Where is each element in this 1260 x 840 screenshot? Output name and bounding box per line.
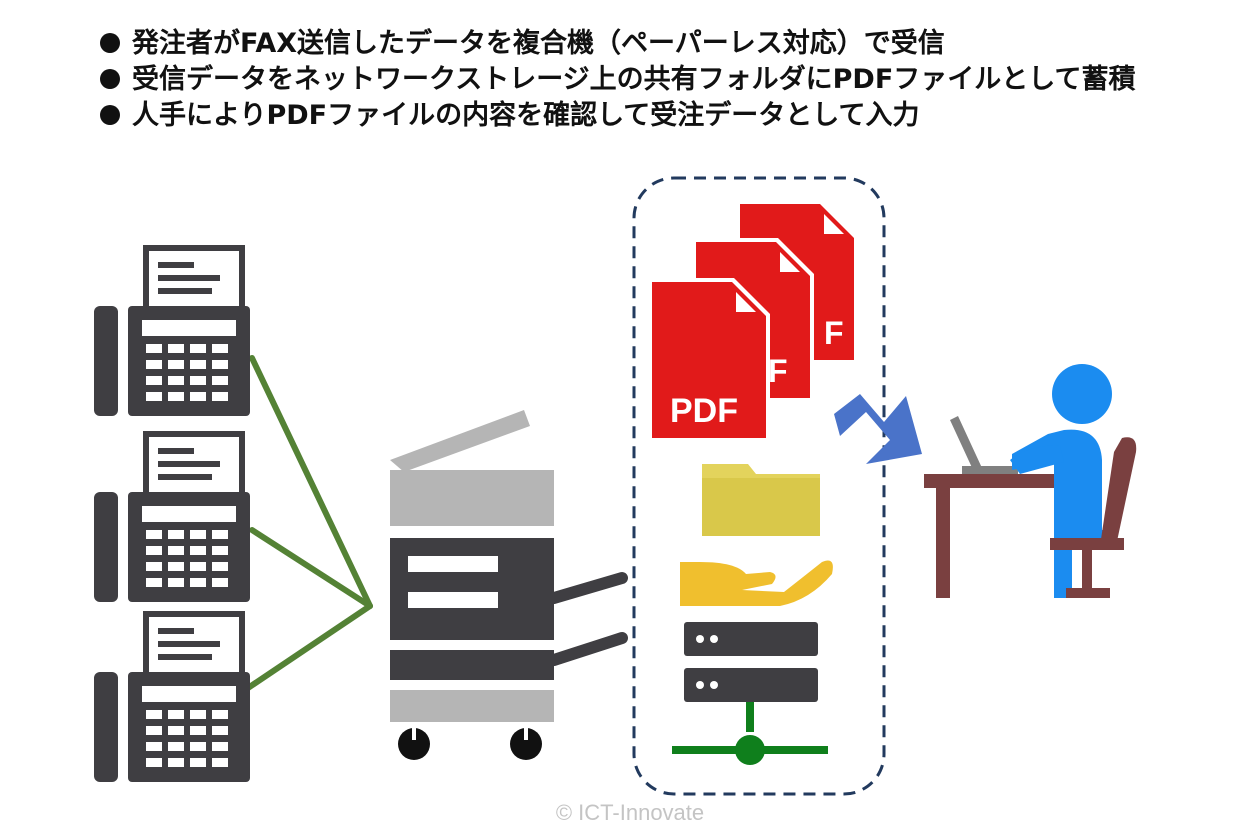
operator-at-desk-icon — [924, 364, 1137, 598]
bullet-text: 発注者がFAX送信したデータを複合機（ペーパーレス対応）で受信 — [132, 28, 945, 59]
bullet-dot-icon — [100, 33, 120, 53]
bullet-item: 人手によりPDFファイルの内容を確認して受注データとして入力 — [100, 98, 1135, 134]
shared-folder-hand-icon — [680, 464, 833, 606]
bullet-text: 受信データをネットワークストレージ上の共有フォルダにPDFファイルとして蓄積 — [132, 64, 1136, 95]
shared-storage-boundary — [632, 176, 886, 796]
fax-machine-icon — [94, 248, 250, 416]
multifunction-printer-icon — [390, 410, 628, 760]
bullet-dot-icon — [100, 69, 120, 89]
bullet-item: 受信データをネットワークストレージ上の共有フォルダにPDFファイルとして蓄積 — [100, 62, 1135, 98]
bullet-dot-icon — [100, 105, 120, 125]
bullet-item: 発注者がFAX送信したデータを複合機（ペーパーレス対応）で受信 — [100, 26, 1135, 62]
fax-machine-icon — [94, 434, 250, 602]
pdf-files-icon: F F PDF — [648, 204, 854, 442]
fax-connection-lines — [245, 355, 373, 691]
pdf-front-label: PDF — [670, 392, 738, 430]
network-server-icon — [672, 622, 828, 765]
bullet-text: 人手によりPDFファイルの内容を確認して受注データとして入力 — [132, 100, 920, 131]
pdf-back-label: F — [768, 353, 788, 389]
description-list: 発注者がFAX送信したデータを複合機（ペーパーレス対応）で受信 受信データをネッ… — [100, 26, 1135, 134]
fax-machine-icon — [94, 614, 250, 782]
pdf-back-label: F — [824, 315, 844, 351]
transfer-arrow-icon — [834, 394, 922, 464]
copyright-credit: © ICT-Innovate — [555, 800, 705, 825]
